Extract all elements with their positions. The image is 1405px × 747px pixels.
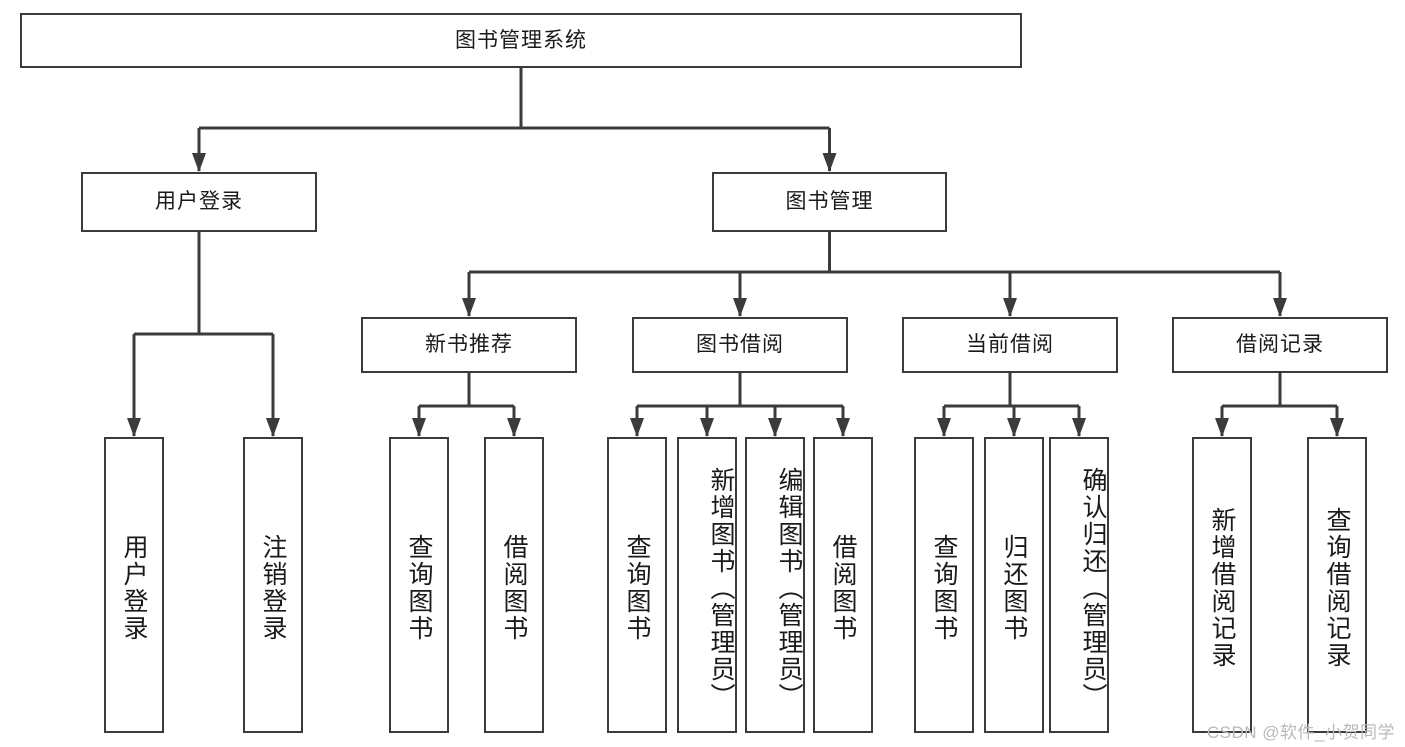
node-leaf-edit-book: 编辑图书（管理员） xyxy=(745,437,805,733)
arrowhead-leaf-add-record xyxy=(1215,418,1229,437)
node-leaf-user-login: 用户登录 xyxy=(104,437,164,733)
node-leaf-add-record: 新增借阅记录 xyxy=(1192,437,1252,733)
node-current-borrow: 当前借阅 xyxy=(902,317,1118,373)
arrowhead-book-borrow xyxy=(733,298,747,317)
watermark-text: CSDN @软件_小贺同学 xyxy=(1206,723,1395,742)
node-leaf-borrow-book-1: 借阅图书 xyxy=(484,437,544,733)
arrowhead-leaf-query-book-3 xyxy=(937,418,951,437)
node-label: 借阅记录 xyxy=(1236,333,1324,357)
arrowhead-leaf-borrow-book-2 xyxy=(836,418,850,437)
arrowhead-leaf-query-record xyxy=(1330,418,1344,437)
node-label: 确认归还（管理员） xyxy=(1079,466,1107,710)
arrowhead-leaf-edit-book xyxy=(768,418,782,437)
node-leaf-query-book-1: 查询图书 xyxy=(389,437,449,733)
node-leaf-confirm-return: 确认归还（管理员） xyxy=(1049,437,1109,733)
node-label: 查询借阅记录 xyxy=(1323,507,1351,669)
arrowhead-leaf-user-login xyxy=(127,418,141,437)
node-label: 编辑图书（管理员） xyxy=(775,466,803,710)
node-label: 图书管理系统 xyxy=(455,28,587,52)
node-label: 当前借阅 xyxy=(966,333,1054,357)
node-label: 图书借阅 xyxy=(696,333,784,357)
node-label: 查询图书 xyxy=(405,534,433,642)
node-leaf-add-book: 新增图书（管理员） xyxy=(677,437,737,733)
arrowhead-leaf-query-book-2 xyxy=(630,418,644,437)
arrowhead-current-borrow xyxy=(1003,298,1017,317)
node-label: 借阅图书 xyxy=(500,534,528,642)
node-label: 用户登录 xyxy=(120,534,148,642)
arrowhead-new-book-rec xyxy=(462,298,476,317)
node-label: 用户登录 xyxy=(155,190,243,214)
node-leaf-borrow-book-2: 借阅图书 xyxy=(813,437,873,733)
node-label: 图书管理 xyxy=(785,190,874,214)
arrowhead-leaf-return-book xyxy=(1007,418,1021,437)
node-label: 查询图书 xyxy=(623,534,651,642)
arrowhead-borrow-record xyxy=(1273,298,1287,317)
node-leaf-query-book-3: 查询图书 xyxy=(914,437,974,733)
node-label: 注销登录 xyxy=(259,534,287,642)
node-label: 归还图书 xyxy=(1000,534,1028,642)
node-label: 新书推荐 xyxy=(425,333,513,357)
node-root: 图书管理系统 xyxy=(20,13,1022,68)
arrowhead-book-manage xyxy=(822,153,837,172)
node-leaf-query-record: 查询借阅记录 xyxy=(1307,437,1367,733)
node-leaf-return-book: 归还图书 xyxy=(984,437,1044,733)
node-label: 借阅图书 xyxy=(829,534,857,642)
node-leaf-query-book-2: 查询图书 xyxy=(607,437,667,733)
node-leaf-logout: 注销登录 xyxy=(243,437,303,733)
arrowhead-leaf-query-book-1 xyxy=(412,418,426,437)
node-book-manage: 图书管理 xyxy=(712,172,947,232)
arrowhead-leaf-add-book xyxy=(700,418,714,437)
node-label: 新增借阅记录 xyxy=(1208,507,1236,669)
node-new-book-rec: 新书推荐 xyxy=(361,317,577,373)
node-label: 查询图书 xyxy=(930,534,958,642)
arrowhead-leaf-confirm-return xyxy=(1072,418,1086,437)
arrowhead-user-login xyxy=(192,153,206,172)
node-book-borrow: 图书借阅 xyxy=(632,317,848,373)
node-borrow-record: 借阅记录 xyxy=(1172,317,1388,373)
arrowhead-leaf-borrow-book-1 xyxy=(507,418,521,437)
node-user-login: 用户登录 xyxy=(81,172,317,232)
arrowhead-leaf-logout xyxy=(266,418,280,437)
node-label: 新增图书（管理员） xyxy=(707,466,735,710)
